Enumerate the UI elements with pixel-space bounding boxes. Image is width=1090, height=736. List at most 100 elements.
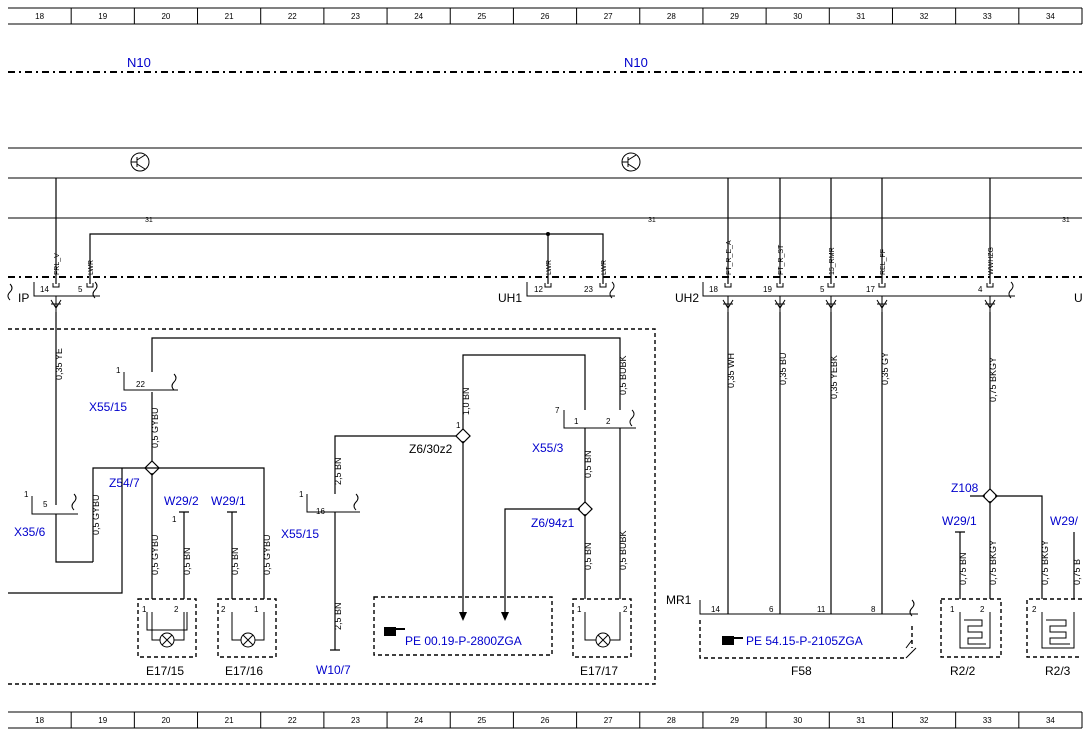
n10-label-right: N10	[624, 55, 648, 70]
pin-x55-3-2: 2	[606, 417, 611, 426]
wire-label-075-bkgy-r23: 0,75 BKGY	[1040, 540, 1050, 585]
ground-label-right: 31	[1062, 217, 1070, 224]
pin-x55-15-1: 1	[116, 366, 121, 375]
grid-column-label: 18	[35, 12, 44, 21]
plug-symbol	[774, 296, 786, 312]
wire-label-gybu-e1715: 0,5 GYBU	[150, 534, 160, 575]
grid-column-label: 31	[856, 12, 865, 21]
pin-x55-3-7: 7	[555, 406, 560, 415]
grid-column-label: 18	[35, 716, 44, 725]
signal-ft-r-e-a: FT_R_E_A	[726, 240, 733, 275]
signal-lwr-uh1-23: LWR	[601, 260, 608, 275]
grid-column-label: 25	[477, 12, 486, 21]
arrow-ref-pe00-b	[501, 612, 509, 621]
x55-15-top-body	[123, 372, 178, 391]
f58-spring	[909, 599, 915, 617]
plug-symbol	[50, 296, 62, 312]
z6-30z2-label: Z6/30z2	[409, 442, 453, 456]
wire-label-25-bn-top: 2,5 BN	[333, 457, 343, 485]
wire-label-25-bn-bot: 2,5 BN	[333, 602, 343, 630]
grid-column-label: 19	[98, 716, 107, 725]
wire-x35-6-out	[55, 514, 93, 563]
pin-r22-1: 1	[950, 605, 955, 614]
e17-17-lamp	[572, 598, 632, 658]
pin-x35-6-1: 1	[24, 490, 29, 499]
wire-label-035-wh: 0,35 WH	[726, 353, 736, 388]
wire-z54-branches	[92, 467, 265, 599]
r2-2-label: R2/2	[950, 664, 976, 678]
grid-column-label: 23	[351, 716, 360, 725]
grid-column-label: 34	[1046, 716, 1055, 725]
n10-label-left: N10	[127, 55, 151, 70]
ref-pe54-link[interactable]: PE 54.15-P-2105ZGA	[746, 634, 863, 648]
pin-x55-15b-16: 16	[316, 507, 325, 516]
signal-ft-r-st: FT_R_ST	[778, 244, 785, 275]
wire-label-035-ye: 0,35 YE	[54, 348, 64, 380]
w10-7-label: W10/7	[316, 663, 351, 677]
pin-x55-15-22: 22	[136, 380, 145, 389]
wire-label-05-bubk-top: 0,5 BUBK	[618, 355, 628, 395]
wire-to-ref-pe00-b	[504, 508, 580, 615]
transistor-icon	[621, 152, 641, 172]
transistor-icon	[130, 152, 150, 172]
wire-label-gybu-e1716: 0,5 GYBU	[262, 534, 272, 575]
pin-marker	[52, 283, 60, 288]
plug-symbol	[722, 296, 734, 312]
hand-pointer-icon	[384, 627, 405, 636]
grid-column-label: 20	[161, 12, 170, 21]
uh2-label: UH2	[675, 291, 699, 305]
pin-e1717-2: 2	[623, 605, 628, 614]
pin-marker	[776, 283, 784, 288]
grid-column-label: 28	[667, 716, 676, 725]
grid-column-label: 24	[414, 716, 423, 725]
pin-f58-8: 8	[871, 605, 876, 614]
connector-plugs	[50, 283, 996, 312]
pin-e1716-1: 1	[254, 605, 259, 614]
pin-uh2-5: 5	[820, 285, 825, 294]
ref-box-pe00	[373, 596, 553, 656]
mr1-label: MR1	[666, 593, 692, 607]
pin-e1715-1: 1	[142, 605, 147, 614]
grid-column-label: 27	[604, 12, 613, 21]
x35-6-body	[31, 496, 78, 515]
ref-pe00-link[interactable]: PE 00.19-P-2800ZGA	[405, 634, 522, 648]
pin-marker	[827, 283, 835, 288]
pin-marker	[986, 283, 994, 288]
signal-lines	[55, 178, 991, 284]
grid-column-label: 27	[604, 716, 613, 725]
pin-r22-2: 2	[980, 605, 985, 614]
plug-symbol	[825, 296, 837, 312]
grid-column-label: 21	[225, 716, 234, 725]
grid-column-label: 21	[225, 12, 234, 21]
grid-column-label: 33	[983, 716, 992, 725]
pin-x55-15b-1: 1	[299, 490, 304, 499]
plug-symbol	[984, 296, 996, 312]
pin-marker	[544, 283, 552, 288]
r2-2-heater	[940, 598, 1002, 658]
ip-spring-left	[7, 283, 13, 301]
pin-uh2-4: 4	[978, 285, 983, 294]
w29-1-label: W29/1	[211, 494, 246, 508]
wire-z108-branches	[970, 495, 1043, 599]
hand-pointer-icon	[722, 636, 743, 645]
plug-symbol	[876, 296, 888, 312]
f58-label: F58	[791, 664, 812, 678]
grid-column-label: 23	[351, 12, 360, 21]
e17-17-label: E17/17	[580, 664, 618, 678]
r2-3-label: R2/3	[1045, 664, 1071, 678]
grid-column-label: 19	[98, 12, 107, 21]
pin-uh2-18: 18	[709, 285, 718, 294]
grid-column-label: 22	[288, 12, 297, 21]
subassembly-boundary	[8, 328, 656, 685]
z108-label: Z108	[951, 481, 979, 495]
x55-15-top-label: X55/15	[89, 400, 127, 414]
wire-25-bn-top	[334, 435, 463, 494]
grid-column-label: 22	[288, 716, 297, 725]
pin-marker	[878, 283, 886, 288]
signal-lwr-uh1-12: LWR	[546, 260, 553, 275]
x35-6-spring	[71, 493, 77, 511]
pin-r23-2: 2	[1032, 605, 1037, 614]
w29-1-right-label: W29/1	[942, 514, 977, 528]
e17-15-label: E17/15	[146, 664, 184, 678]
